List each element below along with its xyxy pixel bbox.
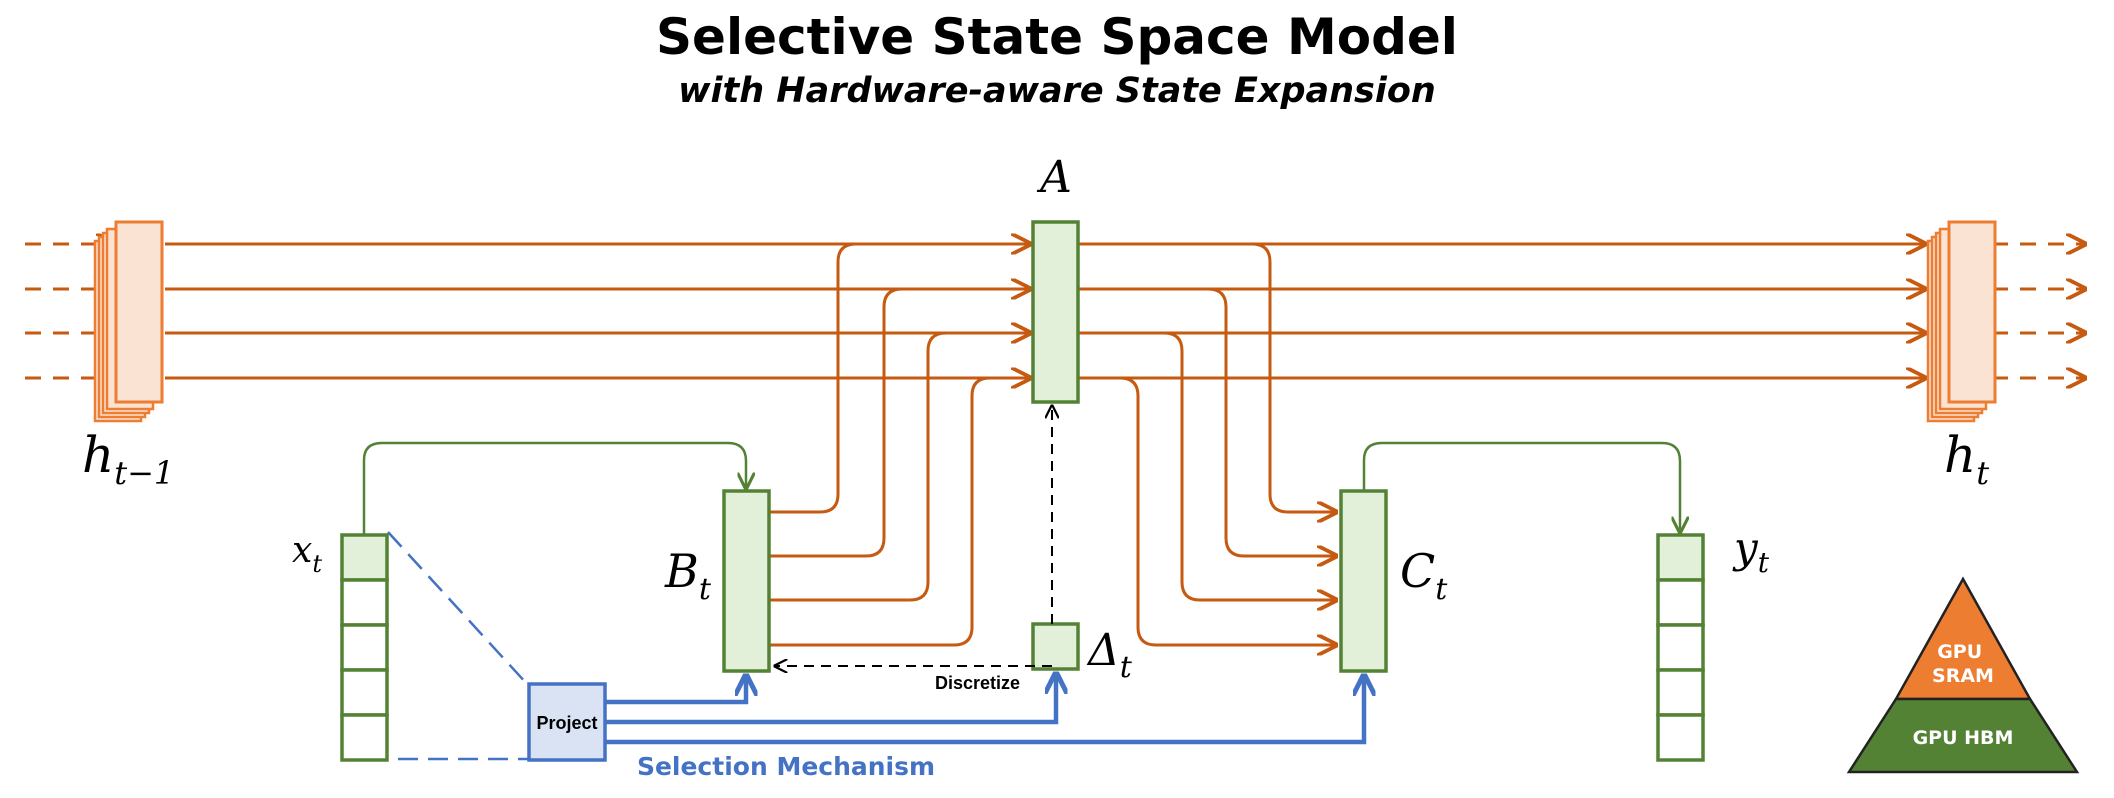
discretize-label: Discretize — [935, 673, 1020, 693]
state-lines — [25, 244, 2085, 645]
discretize-lines — [775, 406, 1052, 666]
svg-text:Ct: Ct — [1400, 544, 1448, 607]
label-h-next: ht — [1944, 426, 1989, 492]
b-block — [722, 489, 771, 673]
label-delta: Δt — [1086, 625, 1133, 685]
memory-pyramid: GPU SRAM GPU HBM — [1846, 576, 2080, 774]
hbm-label: GPU HBM — [1913, 727, 2014, 749]
sram-label: GPU SRAM — [1932, 641, 1994, 687]
projection-dashes — [387, 531, 529, 761]
label-b: Bt — [664, 544, 712, 607]
h-prev-stack — [93, 220, 164, 423]
c-block — [1339, 489, 1388, 673]
selection-label: Selection Mechanism — [637, 752, 935, 781]
hbm-tier — [1846, 697, 2080, 774]
svg-text:xt: xt — [292, 530, 322, 578]
delta-block — [1031, 622, 1080, 671]
green-connectors — [362, 441, 1680, 535]
project-label: Project — [536, 713, 597, 733]
diagram-subtitle: with Hardware-aware State Expansion — [678, 71, 1436, 111]
label-h-prev: ht−1 — [82, 426, 174, 492]
svg-text:yt: yt — [1732, 523, 1770, 579]
selection-lines — [605, 676, 1364, 745]
svg-text:ht−1: ht−1 — [82, 426, 174, 492]
h-next-stack — [1926, 220, 1997, 423]
y-vector — [1656, 533, 1705, 762]
label-x: xt — [292, 530, 322, 578]
svg-text:ht: ht — [1944, 426, 1989, 492]
a-block — [1031, 220, 1080, 404]
x-vector — [340, 533, 389, 762]
svg-text:Δt: Δt — [1086, 625, 1133, 685]
diagram-title: Selective State Space Model — [656, 8, 1458, 66]
label-a: A — [1036, 152, 1072, 203]
label-c: Ct — [1400, 544, 1448, 607]
svg-text:Bt: Bt — [664, 544, 712, 607]
label-y: yt — [1732, 523, 1770, 579]
